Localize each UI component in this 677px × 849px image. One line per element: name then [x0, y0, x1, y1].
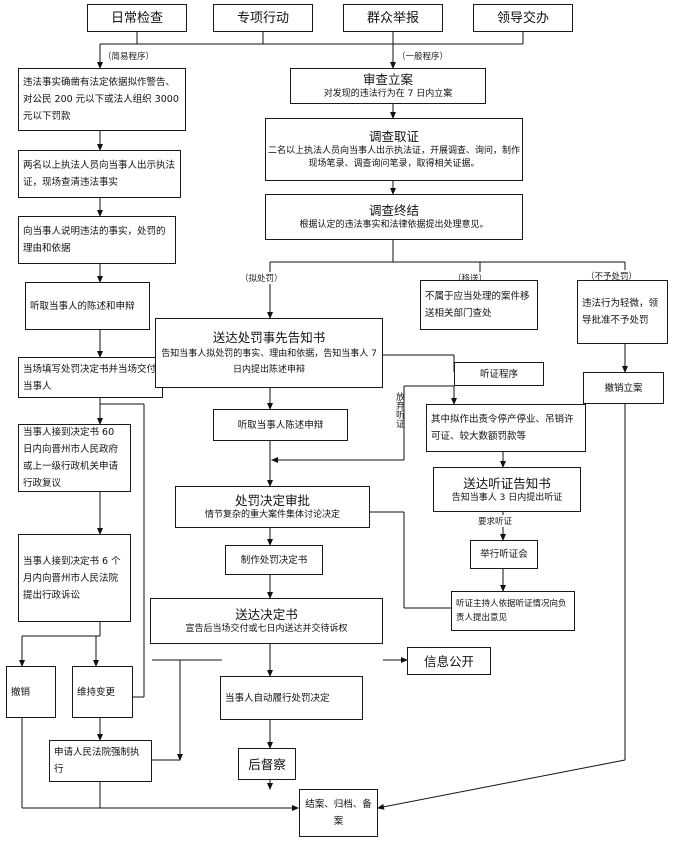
hearing-notice: 送达听证告知书告知当事人 3 日内提出听证 — [433, 467, 581, 512]
label-general-procedure: （一般程序） — [397, 50, 449, 62]
simple-explain-reasons: 向当事人说明违法的事实，处罚的理由和依据 — [18, 216, 176, 264]
hearing-scope: 其中拟作出责令停产停业、吊销许可证、较大数额罚款等 — [426, 404, 586, 452]
hearing-report: 听证主持人依据听证情况向负责人提出意见 — [451, 591, 575, 631]
case-registration: 审查立案对发现的违法行为在 7 日内立案 — [290, 68, 486, 104]
case-closure-archive: 结案、归档、备案 — [299, 789, 378, 837]
transfer-case: 不属于应当处理的案件移送相关部门查处 — [420, 280, 538, 330]
simple-admin-litigation: 当事人接到决定书 6 个月内向晋州市人民法院提出行政诉讼 — [18, 534, 131, 622]
post-supervision: 后督察 — [238, 748, 296, 780]
simple-maintain-change: 维持变更 — [72, 666, 133, 718]
simple-hear-statement: 听取当事人的陈述和申辩 — [25, 282, 150, 330]
label-propose-penalty: （拟处罚） — [240, 272, 283, 284]
investigation-conclusion: 调查终结根据认定的违法事实和法律依据提出处理意见。 — [265, 194, 523, 240]
simple-admin-review: 当事人接到决定书 60 日内向晋州市人民政府或上一级行政机关申请行政复议 — [18, 424, 131, 492]
investigation: 调查取证二名以上执法人员向当事人出示执法证，开展调查、询问，制作现场笔录、调查询… — [265, 118, 523, 181]
no-penalty-decision: 违法行为轻微，领导批准不予处罚 — [577, 280, 668, 344]
source-daily-inspection: 日常检查 — [87, 4, 187, 32]
simple-applicability: 违法事实确凿有法定依据拟作警告、对公民 200 元以下或法人组织 3000 元以… — [18, 68, 186, 131]
apply-court-enforcement: 申请人民法院强制执行 — [49, 740, 152, 782]
penalty-approval: 处罚决定审批情节复杂的重大案件集体讨论决定 — [175, 486, 370, 528]
revoke-case: 撤销立案 — [583, 372, 664, 404]
source-special-action: 专项行动 — [213, 4, 313, 32]
source-public-report: 群众举报 — [343, 4, 443, 32]
label-request-hearing: 要求听证 — [478, 515, 513, 527]
label-simple-procedure: （简易程序） — [103, 50, 155, 62]
simple-revoke: 撤销 — [6, 666, 56, 718]
deliver-decision: 送达决定书宣告后当场交付或七日内送达并交待诉权 — [150, 598, 383, 644]
label-no-penalty: （不予处罚） — [586, 270, 638, 282]
hearing-procedure: 听证程序 — [454, 362, 544, 386]
hear-party-statement: 听取当事人陈述申辩 — [213, 409, 348, 441]
penalty-prior-notice: 送达处罚事先告知书告知当事人拟处罚的事实、理由和依据，告知当事人 7 日内提出陈… — [155, 318, 383, 388]
self-perform-penalty: 当事人自动履行处罚决定 — [220, 676, 363, 720]
make-decision-document: 制作处罚决定书 — [225, 545, 323, 575]
label-give-up-hearing: 放弃听证 — [394, 392, 404, 428]
simple-issue-decision: 当场填写处罚决定书并当场交付当事人 — [18, 357, 163, 398]
hold-hearing: 举行听证会 — [470, 540, 538, 569]
simple-show-credentials: 两名以上执法人员向当事人出示执法证，现场查清违法事实 — [18, 150, 181, 198]
information-disclosure: 信息公开 — [407, 647, 491, 675]
source-leader-assignment: 领导交办 — [473, 4, 573, 32]
